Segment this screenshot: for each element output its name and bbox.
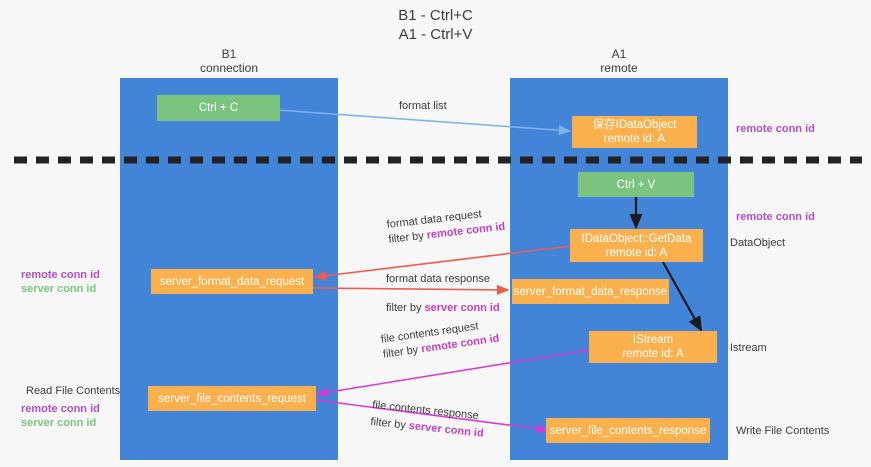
arrow-getdata-istream	[662, 261, 703, 332]
annotation-right-istream: Istream	[730, 342, 767, 354]
annotation-right-dataobject: DataObject	[730, 237, 786, 249]
edge-label-format-list: format list	[399, 100, 447, 112]
node-server-file-contents-response[interactable]: server_file_contents_response	[546, 418, 710, 443]
arrow-file-contents-response	[315, 399, 549, 434]
edge-label-format-data-response-filter: filter by server conn id	[386, 301, 500, 316]
edge-label-format-data-response-group: format data response filter by server co…	[386, 272, 500, 314]
filter-prefix: filter by	[382, 343, 423, 361]
node-server-format-data-request[interactable]: server_format_data_request	[151, 269, 313, 294]
node-ctrl-c[interactable]: Ctrl + C	[157, 95, 280, 121]
node-istream[interactable]: IStream remote id: A	[589, 331, 717, 363]
arrow-format-data-response	[312, 284, 510, 296]
node-server-file-contents-request[interactable]: server_file_contents_request	[148, 386, 316, 411]
annotation-left-server-conn-mid: server conn id	[21, 283, 97, 295]
annotation-left-read-file-contents: Read File Contents	[26, 385, 121, 397]
column-header-a1: A1 remote	[600, 47, 638, 75]
annotation-left-remote-conn-mid: remote conn id	[21, 269, 100, 281]
node-idataobject-getdata[interactable]: IDataObject::GetData remote id: A	[570, 229, 703, 262]
filter-prefix: filter by	[369, 415, 410, 432]
node-ctrl-v[interactable]: Ctrl + V	[578, 172, 694, 197]
filter-prefix: filter by	[386, 302, 425, 314]
node-save-idataobject[interactable]: 保存IDataObject remote id: A	[572, 116, 697, 148]
filter-key-server-conn-id: server conn id	[424, 302, 500, 314]
arrow-format-list	[276, 109, 572, 136]
annotation-right-write-file-contents: Write File Contents	[736, 425, 830, 437]
arrow-format-data-request	[313, 245, 572, 281]
annotation-right-remote-conn-top: remote conn id	[736, 123, 815, 135]
node-server-format-data-response[interactable]: server_format_data_response	[512, 279, 669, 304]
annotation-right-remote-conn-mid: remote conn id	[736, 211, 815, 223]
filter-prefix: filter by	[387, 229, 428, 246]
edge-label-format-data-response: format data response	[386, 273, 490, 285]
annotation-left-server-conn-bottom: server conn id	[21, 417, 97, 429]
column-header-b1: B1 connection	[199, 47, 259, 75]
page-title: B1 - Ctrl+C A1 - Ctrl+V	[398, 7, 473, 43]
arrow-file-contents-request	[315, 349, 590, 398]
annotation-left-remote-conn-bottom: remote conn id	[21, 403, 100, 415]
